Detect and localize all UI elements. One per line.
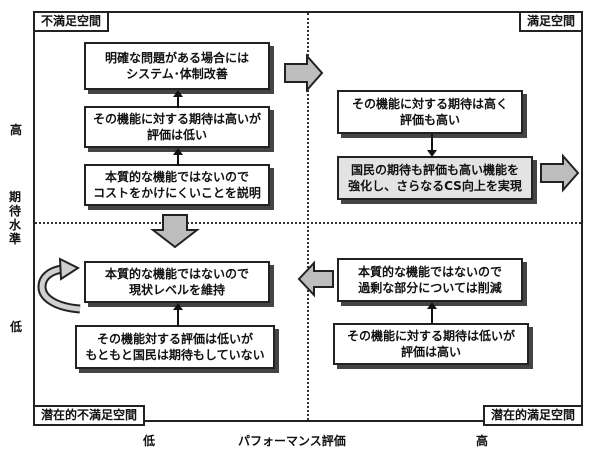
box-line: 明確な問題がある場合には [104,51,249,65]
box-line: その機能に対する期待は高いが [92,112,261,126]
box-line: 過剰な部分については削減 [358,281,502,295]
x-axis-title: パフォーマンス評価 [238,434,346,448]
vertical-divider [307,13,309,420]
box-line: 本質的な機能ではないので [104,267,249,281]
y-axis-title: 期待水準 [8,190,21,246]
box-line: その機能に対する期待は高く [351,97,508,111]
quadrant-label-latent-satisfaction: 潜在的満足空間 [482,405,583,426]
arrow-up-icon [173,90,183,108]
box-line: 強化し、さらなるCS向上を実現 [348,179,522,193]
box-high-expectation-low-evaluation: その機能に対する期待は高いが 評価は低い [84,106,270,148]
quadrant-label-latent-dissatisfaction: 潜在的不満足空間 [33,405,146,426]
box-line: その機能に対する期待は低いが [346,329,515,343]
block-arrow-left-icon [297,260,334,298]
x-axis-low-label: 低 [143,434,156,448]
box-low-expectation-high-evaluation: その機能に対する期待は低いが 評価は高い [333,323,529,365]
quadrant-label-satisfaction: 満足空間 [518,11,583,32]
box-low-evaluation-no-expectation: その機能対する評価は低いが もともと国民は期待もしていない [75,325,275,369]
box-line: 本質的な機能ではないので [104,170,249,184]
x-axis-high-label: 高 [476,434,489,448]
block-arrow-right-icon [284,53,324,93]
box-strengthen-cs: 国民の期待も評価も高い機能を 強化し、さらなるCS向上を実現 [337,156,533,200]
curved-return-arrow-icon [37,257,81,314]
arrow-up-icon [427,302,437,324]
y-axis-low-label: 低 [10,320,23,334]
diagram-frame [33,11,583,422]
box-system-improvement: 明確な問題がある場合には システム･体制改善 [84,42,270,90]
box-maintain-level: 本質的な機能ではないので 現状レベルを維持 [84,261,270,303]
box-line: 評価も高い [399,113,460,127]
box-high-expectation-high-evaluation: その機能に対する期待は高く 評価も高い [337,90,523,134]
box-line: 評価は低い [146,128,207,142]
box-line: 評価は高い [400,345,461,359]
arrow-up-icon [173,148,183,166]
box-line: もともと国民は期待もしていない [85,348,265,362]
quadrant-label-dissatisfaction: 不満足空間 [33,11,110,32]
block-arrow-down-icon [150,214,200,249]
arrow-up-icon [173,303,183,327]
box-line: その機能対する評価は低いが [96,332,253,346]
box-line: 本質的な機能ではないので [357,265,502,279]
horizontal-divider [35,222,581,224]
block-arrow-right-icon [540,153,580,193]
box-reduce-excess: 本質的な機能ではないので 過剰な部分については削減 [337,258,523,302]
box-explain-cost: 本質的な機能ではないので コストをかけにくいことを説明 [84,164,270,206]
arrow-down-icon [427,134,437,157]
y-axis-high-label: 高 [10,123,23,137]
box-line: 国民の期待も評価も高い機能を [350,163,519,177]
box-line: 現状レベルを維持 [128,283,225,297]
box-line: システム･体制改善 [126,67,228,81]
box-line: コストをかけにくいことを説明 [93,186,261,200]
